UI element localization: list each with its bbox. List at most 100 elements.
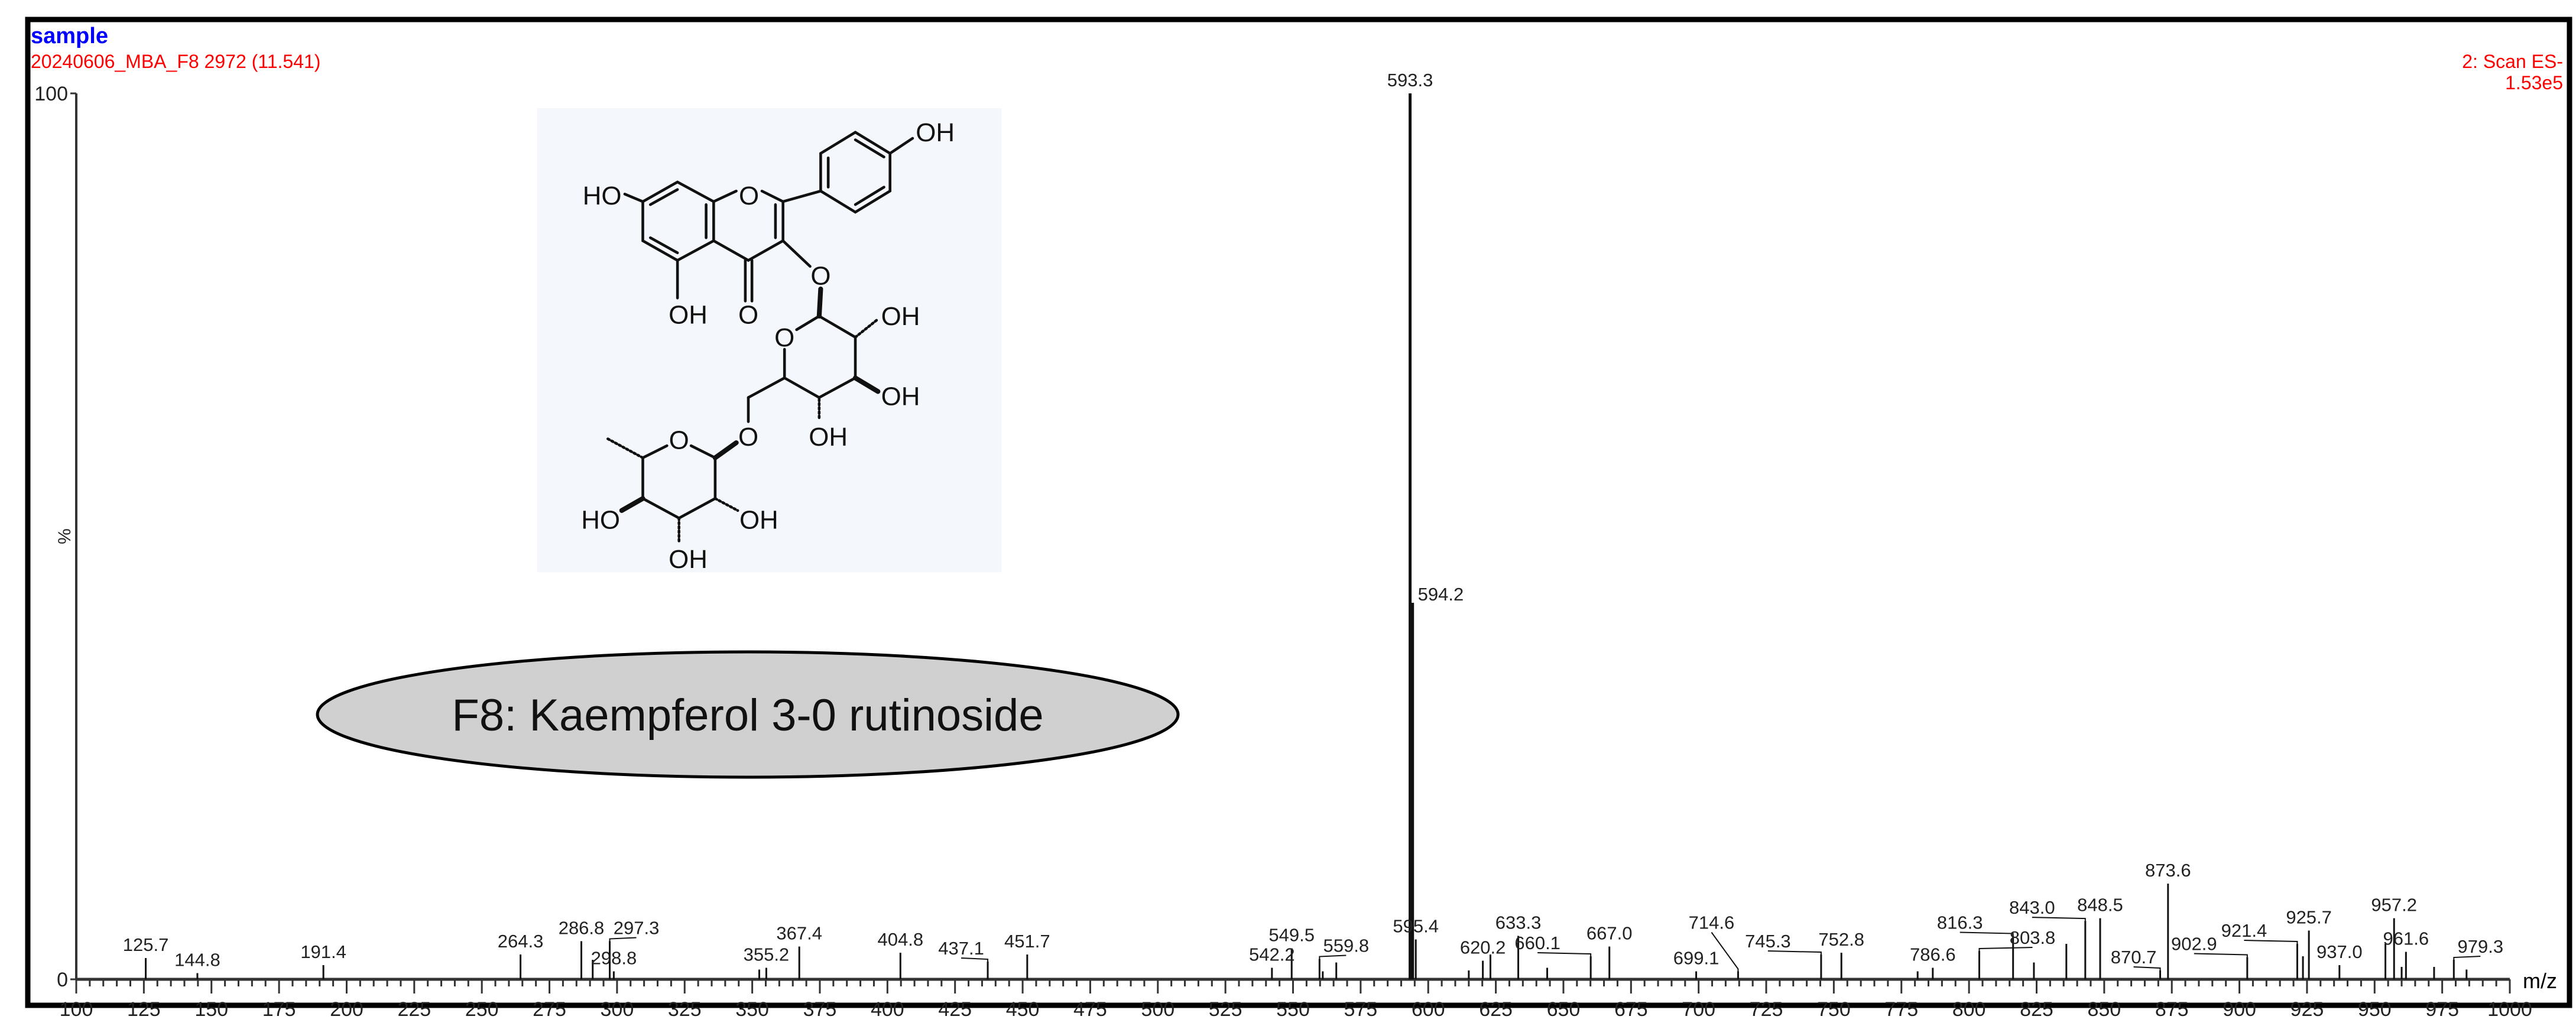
x-tick-label: 125 — [127, 998, 161, 1021]
structure-bonds — [605, 131, 914, 544]
x-tick-label: 250 — [465, 998, 499, 1021]
peak-leader-line — [961, 957, 989, 962]
peak-label: 961.6 — [2383, 928, 2429, 949]
x-tick-label: 400 — [871, 998, 904, 1021]
atom-oh3-rhamnose: OH — [669, 545, 708, 574]
y-tick-label: 100 — [34, 83, 68, 105]
peak-label: 595.4 — [1393, 916, 1439, 937]
peak-leader-line — [2032, 917, 2086, 921]
peak-label: 144.8 — [174, 950, 220, 970]
x-tick-label: 425 — [938, 998, 972, 1021]
peak-label: 873.6 — [2145, 860, 2191, 881]
atom-o1: O — [739, 181, 759, 210]
peak-label: 752.8 — [1818, 929, 1864, 950]
atom-ho4-rhamnose: HO — [581, 505, 620, 534]
x-tick-label: 225 — [397, 998, 431, 1021]
peak-label: 957.2 — [2371, 895, 2417, 915]
atom-oh3-glucose: OH — [881, 382, 920, 411]
peak-label: 549.5 — [1268, 925, 1315, 946]
peak-label: 870.7 — [2111, 947, 2157, 967]
x-tick-label: 375 — [803, 998, 837, 1021]
peak-label: 925.7 — [2286, 907, 2332, 928]
x-tick-label: 975 — [2425, 998, 2459, 1021]
x-tick-label: 525 — [1209, 998, 1242, 1021]
x-tick-label: 475 — [1073, 998, 1107, 1021]
peak-label: 593.3 — [1387, 70, 1433, 90]
peak-label: 437.1 — [938, 938, 984, 959]
x-tick-label: 450 — [1006, 998, 1040, 1021]
peak-label: 125.7 — [123, 934, 169, 955]
structure-background — [537, 108, 1002, 573]
peak-leader-line — [1711, 931, 1739, 972]
x-tick-label: 950 — [2358, 998, 2392, 1021]
x-tick-label: 550 — [1276, 998, 1310, 1021]
x-tick-label: 850 — [2087, 998, 2121, 1021]
peak-label: 937.0 — [2317, 941, 2363, 962]
sample-name: sample — [31, 24, 108, 48]
compound-annotation-label: F8: Kaempferol 3-0 rutinoside — [452, 690, 1043, 741]
peak-label: 286.8 — [559, 918, 605, 939]
peak-label: 979.3 — [2458, 936, 2504, 957]
x-tick-label: 150 — [194, 998, 228, 1021]
x-tick-label: 875 — [2155, 998, 2189, 1021]
x-axis-label: m/z — [2523, 969, 2557, 993]
y-tick-label: % — [55, 528, 74, 544]
peak-label: 921.4 — [2221, 920, 2267, 941]
peak-label: 404.8 — [878, 929, 924, 950]
peak-leader-line — [609, 937, 637, 941]
peak-label: 355.2 — [744, 944, 790, 965]
atom-o5-rhamnose: O — [669, 426, 689, 454]
atom-oh4p: OH — [916, 118, 955, 147]
peak-leader-line — [1959, 931, 2014, 936]
scan-id: 20240606_MBA_F8 2972 (11.541) — [31, 51, 321, 72]
atom-oh2-glucose: OH — [881, 302, 920, 331]
x-tick-label: 650 — [1547, 998, 1581, 1021]
x-tick-label: 700 — [1682, 998, 1715, 1021]
peak-label: 451.7 — [1004, 931, 1050, 952]
peak-label: 699.1 — [1673, 948, 1720, 969]
x-tick-label: 325 — [668, 998, 702, 1021]
atom-o4: O — [738, 301, 758, 330]
peak-leader-line — [2453, 956, 2481, 960]
peak-leader-line — [1537, 952, 1592, 957]
atom-ho7: HO — [583, 181, 622, 210]
atom-oh4-glucose: OH — [809, 423, 848, 452]
x-tick-label: 350 — [735, 998, 769, 1021]
x-tick-label: 275 — [533, 998, 566, 1021]
peak-leader-line — [2244, 940, 2298, 944]
peak-label: 745.3 — [1745, 931, 1791, 952]
y-tick-label: 0 — [57, 969, 68, 991]
peak-label: 848.5 — [2077, 895, 2123, 915]
x-tick-label: 900 — [2223, 998, 2256, 1021]
peak-label: 714.6 — [1689, 913, 1735, 933]
peak-label: 902.9 — [2171, 934, 2217, 954]
max-intensity: 1.53e5 — [2505, 72, 2563, 93]
kaempferol-rutinoside-structure: HO O OH O O OH O OH OH OH O O HO OH OH — [537, 108, 1002, 574]
peak-label: 667.0 — [1587, 923, 1633, 944]
x-tick-label: 175 — [262, 998, 296, 1021]
x-tick-label: 200 — [330, 998, 364, 1021]
peak-label: 191.4 — [300, 941, 346, 962]
peak-label: 594.2 — [1418, 584, 1464, 605]
atom-o5-glucose: O — [774, 323, 794, 352]
atom-o6-glucose: O — [738, 423, 758, 452]
x-tick-label: 825 — [2020, 998, 2053, 1021]
atom-oh2-rhamnose: OH — [739, 505, 778, 534]
peak-label: 367.4 — [776, 923, 822, 944]
peak-label: 660.1 — [1514, 933, 1560, 953]
x-tick-label: 1000 — [2487, 998, 2532, 1021]
x-tick-label: 725 — [1750, 998, 1783, 1021]
atom-o3: O — [810, 261, 830, 290]
x-tick-label: 925 — [2291, 998, 2324, 1021]
peak-leader-line — [2133, 966, 2161, 971]
peak-leader-line — [1319, 954, 1347, 959]
x-tick-label: 100 — [60, 998, 93, 1021]
peak-label: 816.3 — [1937, 913, 1983, 933]
x-tick-label: 575 — [1344, 998, 1377, 1021]
x-tick-label: 625 — [1479, 998, 1513, 1021]
peak-label: 542.2 — [1249, 944, 1295, 965]
